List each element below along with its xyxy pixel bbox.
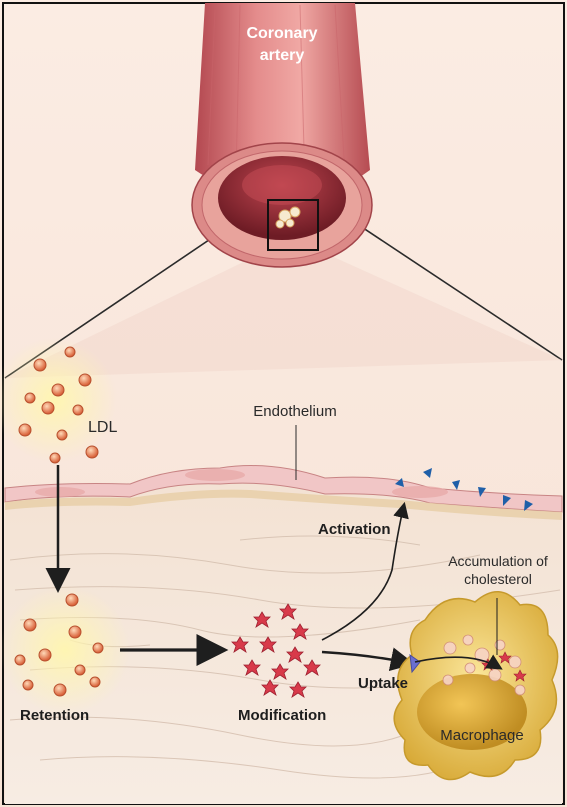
modification-label: Modification: [238, 707, 326, 724]
endothelium-label: Endothelium: [253, 403, 336, 420]
coronary-artery: [192, 3, 372, 267]
macrophage-label: Macrophage: [440, 727, 523, 744]
retention-glow: [0, 585, 130, 715]
artery-label-line1: Coronary: [246, 25, 317, 42]
accumulation-label-line1: Accumulation of: [448, 553, 548, 569]
accumulation-label-line2: cholesterol: [464, 571, 532, 587]
ldl-label: LDL: [88, 419, 117, 436]
uptake-label: Uptake: [358, 675, 408, 692]
artery-label-line2: artery: [260, 47, 305, 64]
activation-label: Activation: [318, 521, 391, 538]
retention-label: Retention: [20, 707, 89, 724]
